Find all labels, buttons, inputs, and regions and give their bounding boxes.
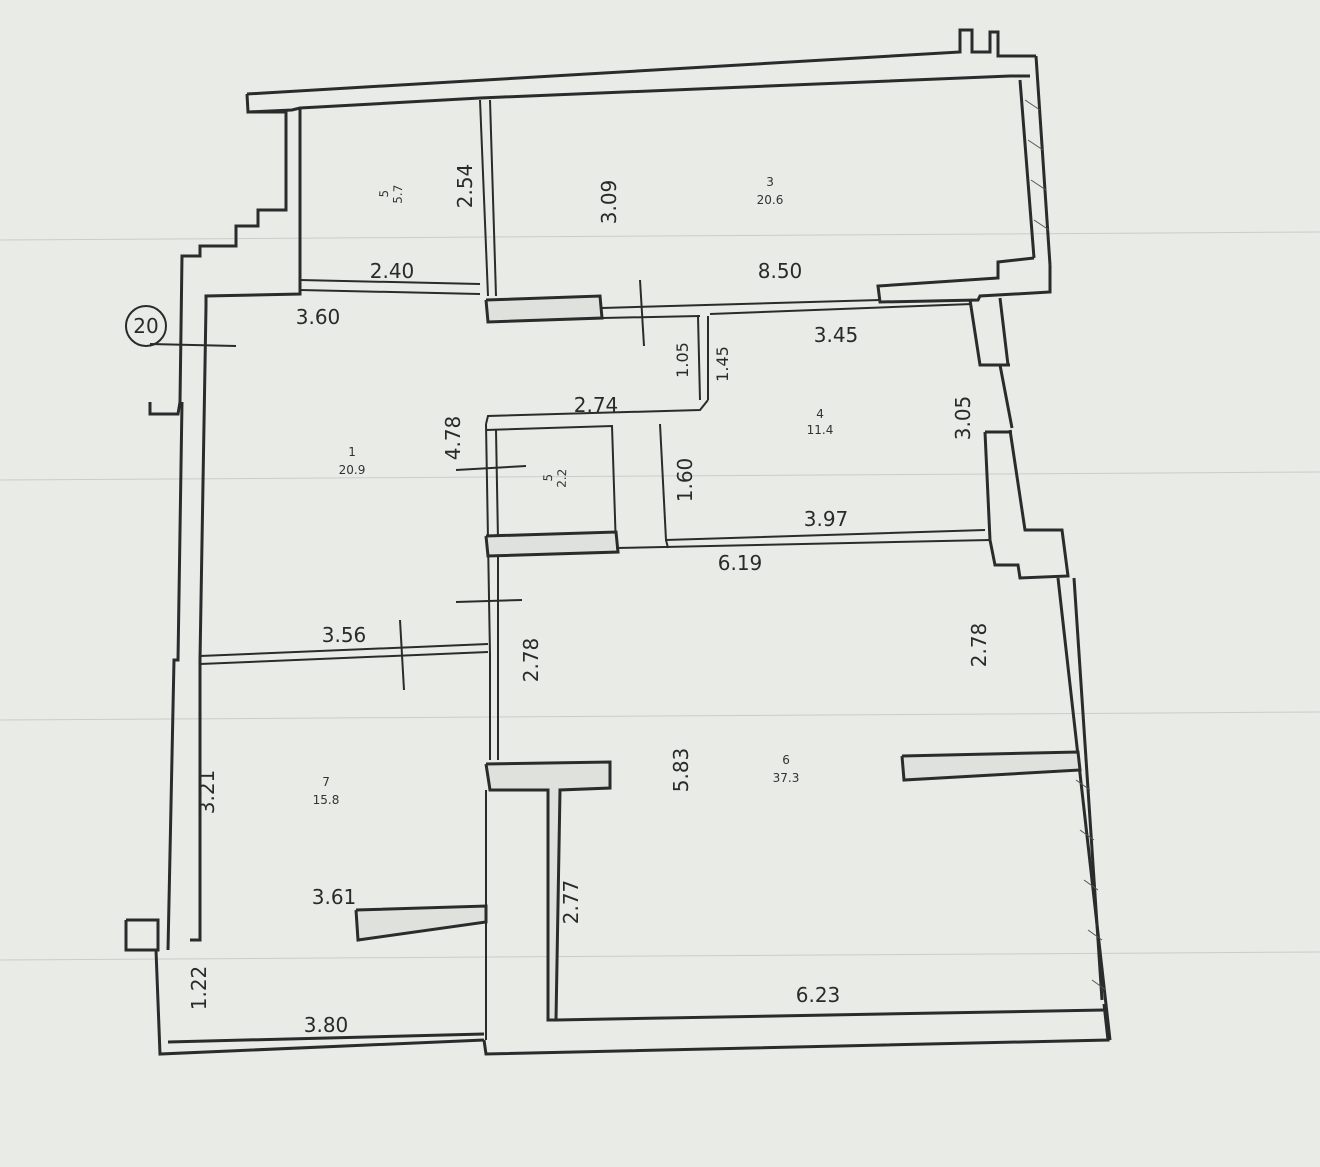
dimension-2-77: 2.77 [559, 880, 583, 925]
dimension-6-19: 6.19 [718, 551, 763, 575]
dimension-2-40: 2.40 [370, 259, 415, 283]
room-number: 5 [541, 474, 555, 482]
dimension-3-60: 3.60 [296, 305, 341, 329]
room-label-7: 7 15.8 [313, 775, 340, 807]
room-area: 11.4 [807, 423, 834, 437]
room-label-4: 4 11.4 [807, 407, 834, 437]
room-number: 5 [377, 190, 391, 198]
room-area: 37.3 [773, 771, 800, 785]
unit-marker: 20 [125, 305, 167, 347]
room-area: 20.6 [757, 193, 784, 207]
dimension-6-23: 6.23 [796, 983, 841, 1007]
room-label-1: 1 20.9 [339, 445, 366, 477]
paper-ruling [0, 231, 1320, 961]
dimension-3-45: 3.45 [814, 323, 859, 347]
dimension-3-80: 3.80 [304, 1013, 349, 1037]
window-hatch-top-right [1024, 99, 1050, 231]
dimension-2-78-left: 2.78 [519, 638, 543, 683]
dimension-2-74: 2.74 [574, 393, 619, 417]
window-hatch-right [1075, 779, 1107, 991]
dimension-3-05: 3.05 [951, 396, 975, 441]
dimension-labels: 2.54 3.09 2.40 8.50 3.60 3.45 1.05 1.45 … [187, 164, 991, 1037]
room-number: 1 [348, 445, 356, 459]
dimension-1-05: 1.05 [673, 342, 692, 378]
dimension-5-83: 5.83 [669, 748, 693, 793]
dimension-2-54: 2.54 [453, 164, 477, 209]
room-area: 2.2 [555, 468, 570, 488]
room-area: 5.7 [391, 184, 406, 204]
room-area: 15.8 [313, 793, 340, 807]
room-number: 3 [766, 175, 774, 189]
dimension-1-60: 1.60 [673, 458, 697, 503]
dimension-3-61: 3.61 [312, 885, 357, 909]
room-label-6: 6 37.3 [773, 753, 800, 785]
dimension-3-21: 3.21 [195, 770, 219, 815]
room-label-5: 5 5.7 [377, 184, 406, 204]
room-area: 20.9 [339, 463, 366, 477]
unit-marker-circle [125, 305, 167, 347]
dimension-1-45: 1.45 [713, 346, 732, 382]
dimension-1-22: 1.22 [187, 966, 211, 1011]
dimension-3-56: 3.56 [322, 623, 367, 647]
dimension-3-97: 3.97 [804, 507, 849, 531]
room-number: 7 [322, 775, 330, 789]
dimension-4-78: 4.78 [441, 416, 465, 461]
dimension-8-50: 8.50 [758, 259, 803, 283]
room-label-3: 3 20.6 [757, 175, 784, 207]
room-number: 6 [782, 753, 790, 767]
dimension-3-09: 3.09 [597, 180, 621, 225]
outer-walls [124, 28, 1112, 1056]
room-label-2: 5 2.2 [541, 468, 570, 488]
interior-walls [149, 99, 1082, 1040]
room-number: 4 [816, 407, 824, 421]
room-labels: 5 5.7 3 20.6 4 11.4 1 20.9 5 2.2 6 37.3 … [313, 175, 834, 807]
unit-marker-text: 20 [133, 314, 158, 338]
dimension-2-78-right: 2.78 [967, 623, 991, 668]
